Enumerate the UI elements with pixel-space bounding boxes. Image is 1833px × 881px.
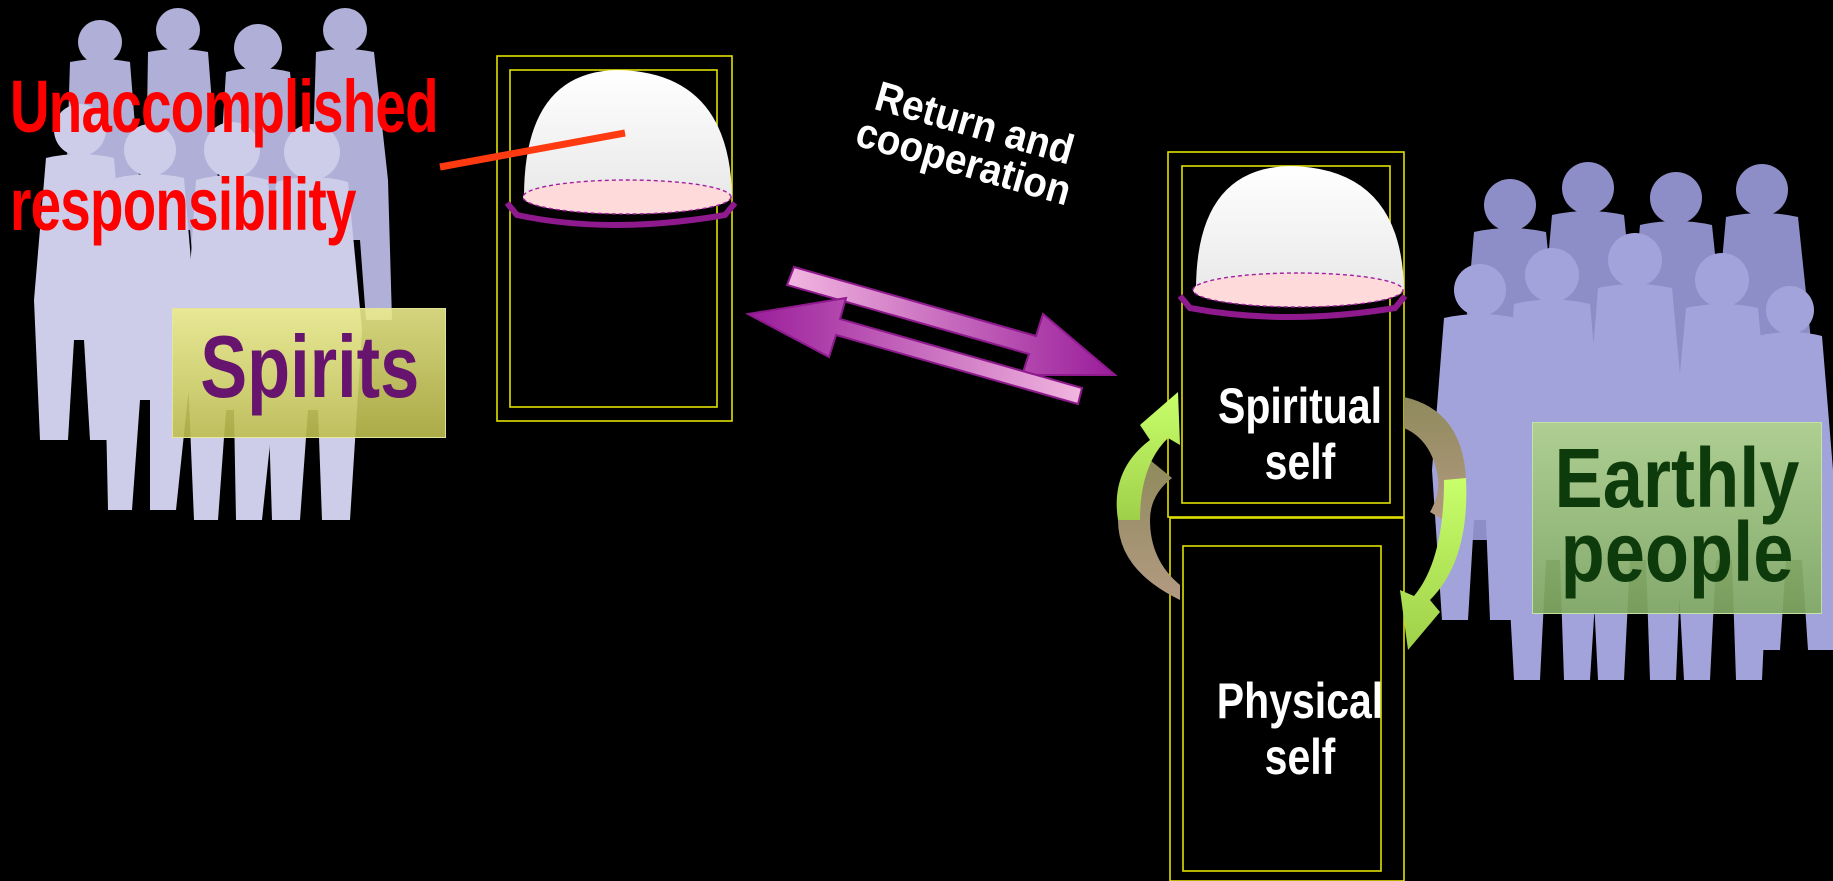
spirits-box: Spirits — [172, 308, 446, 438]
spiritual-self-label: Spiritual self — [1210, 378, 1390, 490]
earthly-people-label: Earthly people — [1553, 441, 1801, 589]
earthly-people-box: Earthly people — [1532, 422, 1822, 614]
earthly-dome-icon — [1180, 166, 1405, 317]
unaccomplished-responsibility-label: Unaccomplished responsibility — [10, 58, 469, 254]
spirits-label: Spirits — [200, 323, 418, 411]
physical-self-label: Physical self — [1210, 673, 1390, 785]
